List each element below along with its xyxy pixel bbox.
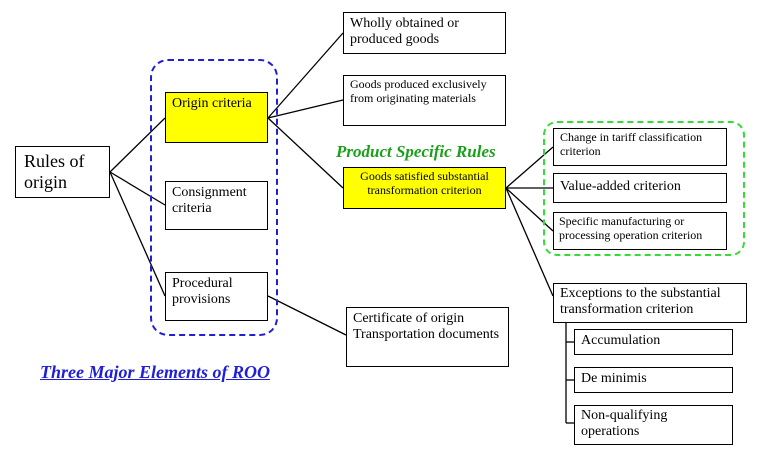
psr-item-tariff-label: Change in tariff classification criterio… (560, 130, 703, 158)
exception-non-qualifying: Non-qualifying operations (574, 405, 733, 445)
exception-de-minimis: De minimis (574, 367, 733, 393)
three-elements-frame (150, 59, 278, 336)
psr-item-specific-label: Specific manufacturing or processing ope… (559, 214, 703, 242)
psr-item-tariff: Change in tariff classification criterio… (553, 128, 727, 166)
rules-of-origin-label: Rules of origin (24, 151, 85, 192)
procedural-provisions-box: Procedural provisions (165, 272, 268, 321)
substantial-transformation-label: Goods satisfied substantial transformati… (360, 169, 489, 197)
psr-title: Product Specific Rules (336, 142, 496, 161)
consignment-criteria-label: Consignment criteria (172, 185, 247, 217)
three-elements-caption: Three Major Elements of ROO (40, 362, 271, 382)
psr-item-specific: Specific manufacturing or processing ope… (553, 212, 727, 250)
origin-criteria-label: Origin criteria (172, 96, 252, 111)
exceptions-box: Exceptions to the substantial transforma… (553, 283, 747, 323)
certificate-label: Certificate of origin Transportation doc… (353, 311, 500, 343)
certificate-box: Certificate of origin Transportation doc… (346, 307, 509, 367)
psr-item-value-added: Value-added criterion (553, 173, 727, 203)
substantial-transformation-box: Goods satisfied substantial transformati… (343, 167, 506, 209)
exception-accumulation: Accumulation (574, 329, 733, 355)
wholly-obtained-box: Wholly obtained or produced goods (343, 12, 506, 54)
exception-non-qualifying-label: Non-qualifying operations (581, 408, 668, 440)
rules-of-origin-box: Rules of origin (15, 146, 110, 198)
wholly-obtained-label: Wholly obtained or produced goods (350, 16, 459, 48)
exception-accumulation-label: Accumulation (581, 333, 661, 348)
origin-criteria-box: Origin criteria (165, 92, 268, 143)
psr-item-value-added-label: Value-added criterion (560, 179, 681, 194)
exclusive-materials-box: Goods produced exclusively from originat… (343, 75, 506, 126)
exceptions-label: Exceptions to the substantial transforma… (560, 286, 721, 318)
exception-de-minimis-label: De minimis (581, 371, 647, 386)
psr-frame (543, 121, 745, 256)
procedural-provisions-label: Procedural provisions (172, 276, 233, 308)
exclusive-materials-label: Goods produced exclusively from originat… (350, 77, 487, 105)
consignment-criteria-box: Consignment criteria (165, 181, 268, 230)
